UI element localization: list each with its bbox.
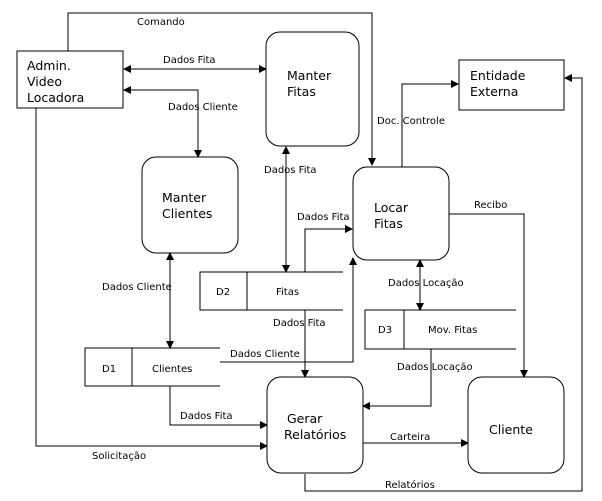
flow-label-comando: Comando bbox=[137, 17, 185, 28]
entity-admin-line-1: Admin. bbox=[27, 58, 71, 73]
data-store-d1: D1 Clientes bbox=[84, 347, 220, 387]
process-cliente: Cliente bbox=[467, 376, 565, 474]
process-manter-fitas-line-2: Fitas bbox=[287, 84, 316, 99]
flow-labels: Comando Dados Fita Dados Cliente Doc. Co… bbox=[92, 17, 507, 491]
flow-label-solicitacao: Solicitação bbox=[92, 451, 146, 462]
process-manter-clientes: Manter Clientes bbox=[141, 156, 239, 254]
process-locar-fitas-line-2: Fitas bbox=[374, 216, 403, 231]
flow-label-relatorios: Relatórios bbox=[385, 479, 435, 491]
flow-label-dados-locacao-2: Dados Locação bbox=[397, 362, 473, 373]
flow-label-doc-controle: Doc. Controle bbox=[377, 116, 445, 127]
process-manter-fitas-line-1: Manter bbox=[287, 68, 332, 83]
flow-label-dados-fita-manter: Dados Fita bbox=[264, 165, 317, 176]
flow-solicitacao-line bbox=[35, 108, 268, 450]
process-locar-fitas: Locar Fitas bbox=[352, 166, 450, 261]
entity-externa-line-1: Entidade bbox=[470, 68, 526, 83]
flow-label-dados-cliente-left: Dados Cliente bbox=[102, 282, 172, 293]
flow-label-dados-fita-admin: Dados Fita bbox=[163, 55, 216, 66]
process-gerar-relatorios-line-2: Relatórios bbox=[284, 427, 346, 442]
flow-doc-controle-line bbox=[401, 80, 459, 167]
process-cliente-label: Cliente bbox=[489, 422, 533, 437]
data-store-d3: D3 Mov. Fitas bbox=[364, 309, 516, 350]
flow-label-recibo: Recibo bbox=[474, 200, 507, 211]
flow-dados-cliente-d1-line bbox=[220, 257, 357, 363]
flow-dados-locacao-2-line bbox=[362, 349, 432, 410]
flow-comando-line bbox=[67, 12, 376, 166]
flow-recibo-line bbox=[449, 213, 528, 378]
flow-label-dados-cliente-admin: Dados Cliente bbox=[168, 102, 238, 113]
data-store-d2-name: Fitas bbox=[276, 287, 299, 298]
flow-label-dados-locacao-1: Dados Locação bbox=[388, 278, 464, 289]
process-gerar-relatorios: Gerar Relatórios bbox=[266, 376, 364, 474]
data-store-d3-name: Mov. Fitas bbox=[428, 325, 477, 336]
data-store-d1-name: Clientes bbox=[152, 364, 192, 375]
flow-label-carteira: Carteira bbox=[390, 432, 430, 443]
process-locar-fitas-line-1: Locar bbox=[374, 200, 409, 215]
flow-label-dados-cliente-d1: Dados Cliente bbox=[230, 349, 300, 360]
entity-admin-line-2: Video bbox=[27, 74, 62, 89]
entity-externa-line-2: Externa bbox=[470, 84, 518, 99]
entity-admin-line-3: Locadora bbox=[27, 90, 84, 105]
flow-label-dados-fita-bottom: Dados Fita bbox=[180, 411, 233, 422]
flow-label-dados-fita-locar: Dados Fita bbox=[297, 212, 350, 223]
process-manter-clientes-line-2: Clientes bbox=[162, 206, 212, 221]
process-gerar-relatorios-line-1: Gerar bbox=[287, 411, 323, 426]
data-store-d1-id: D1 bbox=[102, 364, 116, 375]
flow-dados-fita-locar-line bbox=[304, 225, 353, 272]
data-store-d3-id: D3 bbox=[378, 325, 392, 336]
data-store-d2: D2 Fitas bbox=[199, 271, 343, 311]
entity-admin-video-locadora: Admin. Video Locadora bbox=[16, 50, 124, 109]
flow-lines bbox=[35, 12, 583, 492]
data-store-d2-id: D2 bbox=[216, 287, 230, 298]
flow-dados-cliente-admin-line bbox=[123, 86, 202, 158]
process-manter-clientes-line-1: Manter bbox=[162, 190, 207, 205]
flow-dados-fita-bottom-line bbox=[169, 386, 268, 429]
flow-label-dados-fita-store: Dados Fita bbox=[273, 318, 326, 329]
process-manter-fitas: Manter Fitas bbox=[265, 31, 360, 147]
entity-entidade-externa: Entidade Externa bbox=[458, 59, 565, 111]
flow-relatorios-line bbox=[304, 74, 583, 492]
